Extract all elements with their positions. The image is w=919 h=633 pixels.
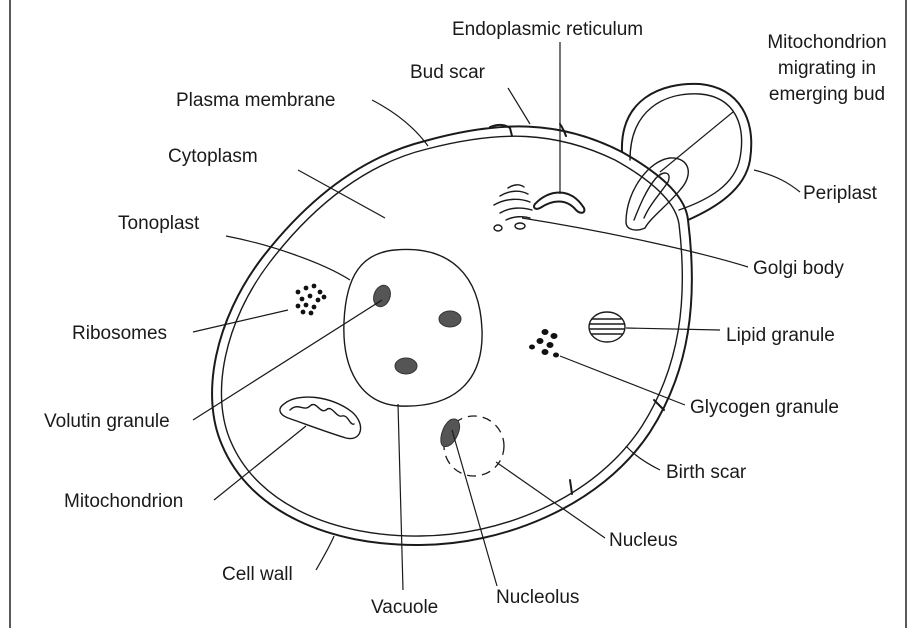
labels: Endoplasmic reticulum Mitochondrion migr… [44, 19, 887, 618]
vacuole-shape [344, 249, 482, 406]
birth-scar-mark [654, 400, 664, 410]
leader-nucleolus [452, 430, 497, 586]
mitochondrion-in-bud-shape [626, 158, 688, 230]
label-bud-scar: Bud scar [410, 62, 486, 83]
label-volutin-granule: Volutin granule [44, 411, 170, 432]
label-cell-wall: Cell wall [222, 564, 293, 585]
label-nucleus: Nucleus [609, 530, 678, 551]
label-mitochondrion: Mitochondrion [64, 491, 183, 512]
label-endoplasmic-reticulum: Endoplasmic reticulum [452, 19, 643, 40]
leader-lines [193, 42, 800, 590]
label-lipid-granule: Lipid granule [726, 325, 835, 346]
leader-golgi-body [522, 218, 748, 267]
label-glycogen-granule: Glycogen granule [690, 397, 839, 418]
label-periplast: Periplast [803, 183, 878, 204]
label-ribosomes: Ribosomes [72, 323, 167, 344]
leader-cytoplasm [298, 170, 385, 218]
glycogen-granule-cluster [529, 329, 559, 358]
leader-periplast [754, 170, 800, 192]
label-mito-bud-line2: migrating in [778, 58, 876, 79]
leader-lipid-granule [626, 328, 720, 330]
label-mito-bud-line1: Mitochondrion [767, 32, 886, 53]
nucleolus-shape [441, 419, 460, 447]
golgi-body-shape [494, 185, 532, 231]
cell-wall-outline [212, 126, 692, 545]
label-plasma-membrane: Plasma membrane [176, 90, 335, 111]
label-cytoplasm: Cytoplasm [168, 146, 258, 167]
ribosomes-cluster [296, 284, 327, 316]
plasma-membrane-outline [221, 136, 682, 536]
leader-cell-wall [316, 536, 334, 570]
leader-bud-scar [508, 88, 530, 124]
leader-tonoplast [226, 236, 350, 280]
leader-ribosomes [193, 310, 288, 332]
birth-scar-mark-2 [570, 480, 572, 494]
leader-nucleus [496, 462, 605, 538]
endoplasmic-reticulum-shape [534, 193, 584, 213]
leader-glycogen-granule [560, 356, 685, 405]
mitochondrion-shape [280, 397, 361, 439]
label-mito-bud-line3: emerging bud [769, 84, 885, 105]
leader-plasma-membrane [372, 100, 428, 146]
volutin-granule-dot-3 [395, 358, 417, 374]
label-birth-scar: Birth scar [666, 462, 747, 483]
volutin-granule-dot-2 [439, 311, 461, 327]
leader-vacuole [398, 404, 403, 590]
leader-mito-bud [660, 112, 733, 172]
emerging-bud [622, 84, 751, 220]
lipid-granule-shape [589, 312, 625, 342]
cell-body [212, 126, 692, 545]
label-tonoplast: Tonoplast [118, 213, 200, 234]
label-nucleolus: Nucleolus [496, 587, 579, 608]
label-golgi-body: Golgi body [753, 258, 844, 279]
leader-mitochondrion [214, 426, 306, 500]
label-vacuole: Vacuole [371, 597, 438, 618]
